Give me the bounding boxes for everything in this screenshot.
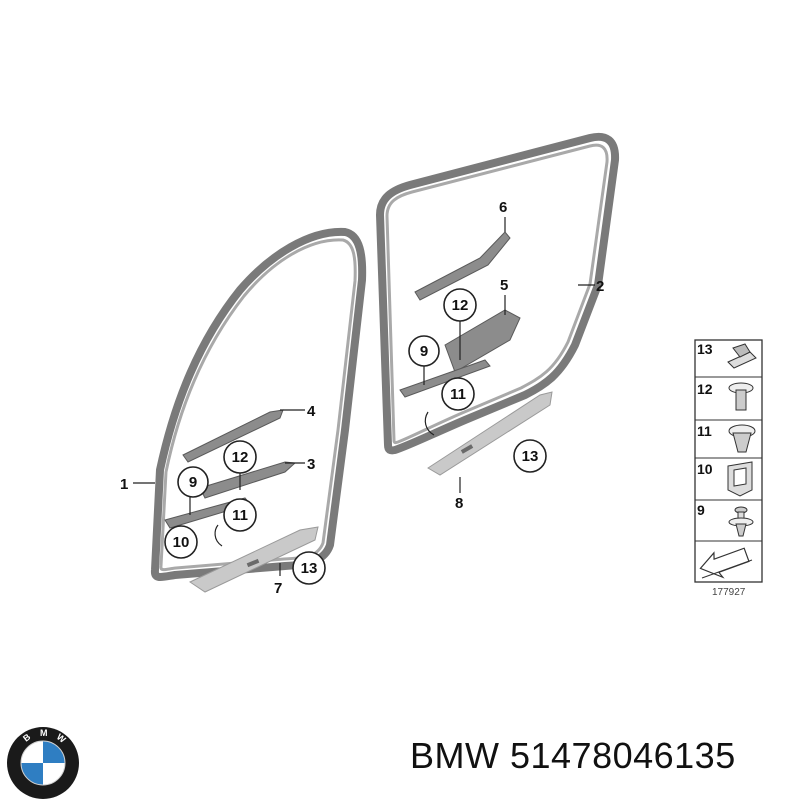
bmw-logo: B M W <box>7 727 79 799</box>
rear-door-seal <box>376 132 620 455</box>
callout-1: 1 <box>120 476 128 493</box>
legend-num-13: 13 <box>697 341 713 357</box>
legend-num-11: 11 <box>697 423 712 439</box>
callout-left-11: 11 <box>232 507 248 524</box>
callout-3: 3 <box>307 456 315 473</box>
callout-left-13: 13 <box>301 560 318 577</box>
spring-clip-icon <box>727 461 753 497</box>
left-upper-trim-strip <box>182 409 284 463</box>
callout-right-11: 11 <box>450 386 466 403</box>
callout-7: 7 <box>274 580 282 597</box>
direction-arrow-icon <box>699 547 753 579</box>
callout-circle-left-10 <box>164 525 198 559</box>
callout-circle-left-13 <box>292 551 326 585</box>
brand-part-number: BMW 51478046135 <box>410 735 736 776</box>
callout-5: 5 <box>500 277 508 294</box>
callout-8: 8 <box>455 495 463 512</box>
callout-circle-right-9 <box>408 335 440 367</box>
legend-num-12: 12 <box>697 381 713 397</box>
callout-right-9: 9 <box>420 343 428 360</box>
left-door-sill-plate <box>188 526 319 593</box>
svg-text:B: B <box>21 731 33 743</box>
callout-circle-left-11 <box>223 498 257 532</box>
callout-circle-left-9 <box>177 466 209 498</box>
callout-right-12: 12 <box>452 297 469 314</box>
diagram-reference-number: 177927 <box>712 587 746 598</box>
callout-2: 2 <box>596 278 604 295</box>
left-sill-wire <box>214 524 223 547</box>
callout-left-10: 10 <box>173 534 190 551</box>
right-upper-trim-strip <box>414 231 511 301</box>
callout-6: 6 <box>499 199 507 216</box>
right-lower-trim <box>399 359 491 398</box>
callout-circle-right-11 <box>441 377 475 411</box>
left-sill-badge <box>246 558 260 568</box>
callout-right-13: 13 <box>522 448 539 465</box>
svg-text:M: M <box>40 728 48 738</box>
screw-rivet-icon <box>728 382 754 411</box>
rectangular-clip-icon <box>727 343 757 369</box>
callout-left-9: 9 <box>189 474 197 491</box>
callout-circle-right-12 <box>443 288 477 322</box>
callout-4: 4 <box>307 403 316 420</box>
front-door-seal <box>150 227 367 581</box>
callout-left-12: 12 <box>232 449 249 466</box>
legend-num-9: 9 <box>697 502 705 518</box>
right-door-sill-plate <box>427 391 553 476</box>
fastener-legend: 13 12 11 10 9 <box>694 339 763 583</box>
right-sill-wire <box>424 411 435 436</box>
right-b-pillar-trim <box>444 309 521 373</box>
legend-num-10: 10 <box>697 461 713 477</box>
callout-circle-left-12 <box>223 440 257 474</box>
right-sill-badge <box>460 444 474 454</box>
callout-circle-right-13 <box>513 439 547 473</box>
push-pin-icon <box>728 506 754 537</box>
expanding-rivet-icon <box>728 424 756 453</box>
left-lower-trim-panel <box>199 461 297 499</box>
